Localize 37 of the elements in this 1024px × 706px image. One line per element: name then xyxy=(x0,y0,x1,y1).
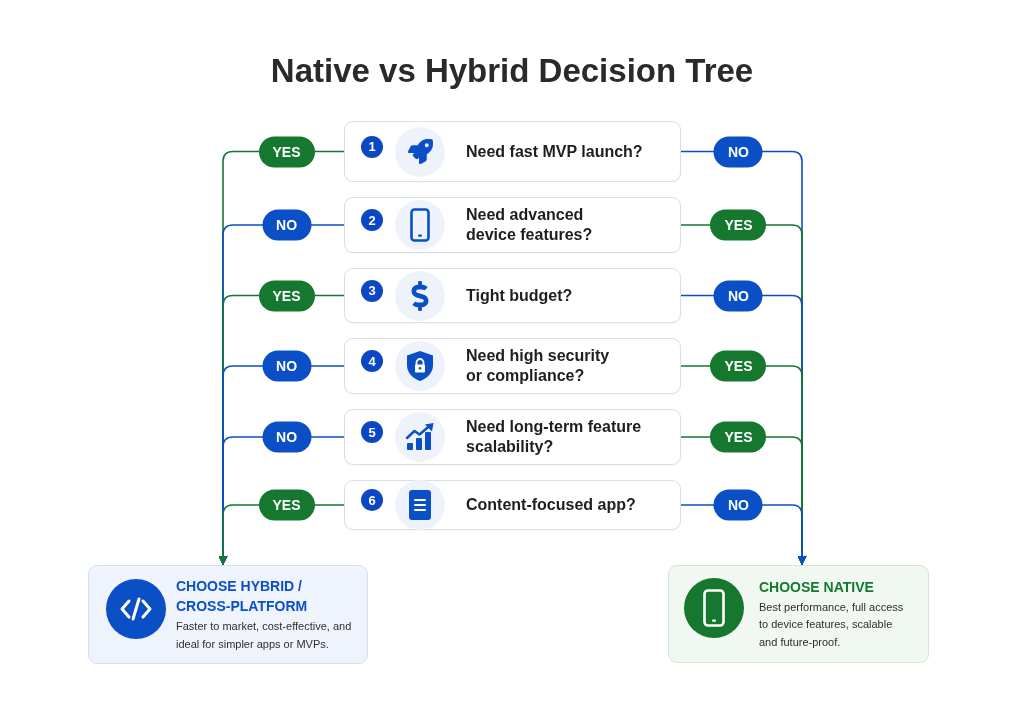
question-text: Tight budget? xyxy=(466,285,573,306)
edge-label: YES xyxy=(710,209,767,241)
step-number: 5 xyxy=(361,421,383,443)
question-text: Content-focused app? xyxy=(466,495,636,515)
step-number: 6 xyxy=(361,489,383,511)
edge-label: NO xyxy=(713,280,763,311)
question-text: Need high security or compliance? xyxy=(466,346,611,386)
question-text: Need long-term feature scalability? xyxy=(466,417,643,457)
outcome-card xyxy=(668,565,929,663)
outcome-description: Faster to market, cost-effective, and ideal for simpler apps or MVPs. xyxy=(176,619,352,652)
outcome-title: CHOOSE NATIVE xyxy=(759,577,875,597)
edge-label: YES xyxy=(258,136,315,167)
diagram-title: Native vs Hybrid Decision Tree xyxy=(270,51,754,91)
step-number: 1 xyxy=(361,135,383,158)
edge-label: NO xyxy=(262,421,311,453)
step-number: 2 xyxy=(361,209,383,231)
question-text: Need fast MVP launch? xyxy=(466,141,643,162)
question-card xyxy=(344,121,681,182)
edge-label: YES xyxy=(258,280,315,311)
outcome-card xyxy=(88,565,368,664)
question-text: Need advanced device features? xyxy=(466,205,594,245)
question-card xyxy=(344,268,681,323)
question-card xyxy=(344,409,681,465)
question-card xyxy=(344,197,681,253)
step-number: 4 xyxy=(361,350,383,372)
step-number: 3 xyxy=(361,279,383,302)
edge-label: YES xyxy=(710,350,767,382)
question-card xyxy=(344,338,681,394)
edge-label: NO xyxy=(262,350,311,382)
outcome-title: CHOOSE HYBRID / CROSS-PLATFORM xyxy=(176,577,309,616)
edge-label: NO xyxy=(713,136,763,167)
edge-label: NO xyxy=(262,209,311,241)
question-card xyxy=(344,480,681,530)
edge-label: NO xyxy=(713,489,763,521)
outcome-description: Best performance, full access to device features, scalable and future-proof. xyxy=(759,599,905,650)
edge-label: YES xyxy=(258,489,315,521)
edge-label: YES xyxy=(710,421,767,453)
